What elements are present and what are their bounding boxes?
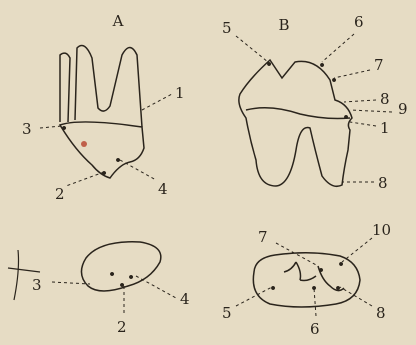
panel-b-callout-8-upper: 8 bbox=[380, 90, 390, 108]
panel-b-callout-9: 9 bbox=[398, 100, 408, 118]
panel-b-callout-8-lower: 8 bbox=[378, 174, 388, 192]
panel-a-callout-4: 4 bbox=[158, 180, 168, 198]
panel-a-occlusal-callout-2: 2 bbox=[117, 318, 127, 336]
panel-b-occlusal-callout-8: 8 bbox=[376, 304, 386, 322]
panel-b-occlusal-callout-10: 10 bbox=[372, 221, 391, 239]
panel-a-occlusal-callout-4: 4 bbox=[180, 290, 190, 308]
panel-b-occlusal-callout-7: 7 bbox=[258, 228, 268, 246]
panel-a-red-spot bbox=[81, 141, 87, 147]
panel-b-callout-7: 7 bbox=[374, 56, 384, 74]
panel-b-label: B bbox=[278, 16, 289, 34]
panel-a-callout-2: 2 bbox=[55, 185, 65, 203]
panel-b-callout-5: 5 bbox=[222, 19, 232, 37]
panel-a-callout-1: 1 bbox=[175, 84, 185, 102]
panel-a-occlusal-callout-3: 3 bbox=[32, 276, 42, 294]
panel-a-callout-3: 3 bbox=[22, 120, 32, 138]
panel-b-callout-6: 6 bbox=[354, 13, 364, 31]
panel-b-callout-1: 1 bbox=[380, 119, 390, 137]
panel-a-label: A bbox=[112, 12, 124, 30]
panel-b-occlusal-callout-6: 6 bbox=[310, 320, 320, 338]
panel-b-occlusal-callout-5: 5 bbox=[222, 304, 232, 322]
